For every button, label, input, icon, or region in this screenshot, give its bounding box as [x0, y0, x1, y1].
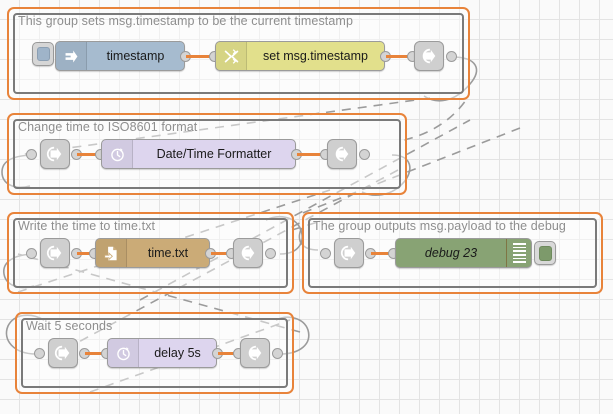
- group-label-3: Write the time to time.txt: [18, 219, 156, 233]
- node-file-label: time.txt: [147, 246, 189, 260]
- group-inner-border-2: [13, 119, 401, 189]
- wire-linkin-to-file: [77, 252, 91, 255]
- inject-arrow-icon: [56, 42, 87, 70]
- node-file-timetxt[interactable]: time.txt: [95, 238, 210, 268]
- clock-icon: [102, 140, 133, 168]
- node-change-label: set msg.timestamp: [263, 49, 368, 63]
- group-inner-border-1: [13, 13, 464, 94]
- node-link-out-3[interactable]: [233, 238, 263, 268]
- link-out-icon: [248, 345, 262, 361]
- wire-linkin-to-debug: [371, 252, 391, 255]
- port-in-linkin-5[interactable]: [34, 348, 45, 359]
- port-in-linkin-2[interactable]: [26, 149, 37, 160]
- port-out-linkout-3[interactable]: [265, 248, 276, 259]
- node-link-out-1[interactable]: [414, 41, 444, 71]
- node-function-label: Date/Time Formatter: [156, 147, 272, 161]
- link-in-icon: [46, 245, 62, 261]
- node-debug-label: debug 23: [424, 246, 478, 260]
- port-in-linkin-3[interactable]: [26, 248, 37, 259]
- link-in-icon: [340, 245, 356, 261]
- group-inner-border-4: [308, 218, 597, 288]
- wire-linkin-to-function: [77, 153, 98, 156]
- node-link-in-5[interactable]: [48, 338, 78, 368]
- link-in-icon: [46, 146, 62, 162]
- wire-linkin-to-delay: [85, 352, 103, 355]
- wire-function-to-linkout-2: [297, 153, 323, 156]
- link-out-icon: [335, 146, 349, 162]
- node-delay-label: delay 5s: [154, 346, 201, 360]
- group-inner-border-3: [13, 218, 288, 288]
- port-out-linkout-2[interactable]: [359, 149, 370, 160]
- group-label-1: This group sets msg.timestamp to be the …: [18, 14, 353, 28]
- debug-bars-icon: [506, 239, 531, 267]
- node-function-datetime[interactable]: Date/Time Formatter: [101, 139, 296, 169]
- debug-enable-button[interactable]: [534, 241, 556, 265]
- inject-button-indicator: [36, 47, 50, 61]
- node-delay-5s[interactable]: delay 5s: [107, 338, 217, 368]
- node-inject-label: timestamp: [106, 49, 165, 63]
- node-inject-timestamp[interactable]: timestamp: [55, 41, 185, 71]
- port-in-linkin-4[interactable]: [320, 248, 331, 259]
- group-box-1[interactable]: This group sets msg.timestamp to be the …: [7, 7, 470, 100]
- node-debug-23[interactable]: debug 23: [395, 238, 532, 268]
- debug-button-indicator: [538, 245, 552, 261]
- node-link-out-2[interactable]: [327, 139, 357, 169]
- link-out-icon: [422, 48, 436, 64]
- link-in-icon: [54, 345, 70, 361]
- group-label-4: The group outputs msg.payload to the deb…: [313, 219, 566, 233]
- port-out-linkout-5[interactable]: [272, 348, 283, 359]
- node-change-set-timestamp[interactable]: set msg.timestamp: [215, 41, 385, 71]
- link-out-icon: [241, 245, 255, 261]
- inject-fire-button[interactable]: [32, 42, 54, 66]
- file-write-icon: [96, 239, 127, 267]
- node-link-in-3[interactable]: [40, 238, 70, 268]
- wire-change-to-linkout: [386, 55, 411, 58]
- node-link-in-4[interactable]: [334, 238, 364, 268]
- clock-icon: [108, 339, 139, 367]
- change-swap-icon: [216, 42, 247, 70]
- node-link-in-2[interactable]: [40, 139, 70, 169]
- group-inner-border-5: [21, 318, 288, 388]
- node-link-out-5[interactable]: [240, 338, 270, 368]
- group-label-5: Wait 5 seconds: [26, 319, 113, 333]
- group-label-2: Change time to ISO8601 format: [18, 120, 198, 134]
- port-out-linkout-1[interactable]: [446, 51, 457, 62]
